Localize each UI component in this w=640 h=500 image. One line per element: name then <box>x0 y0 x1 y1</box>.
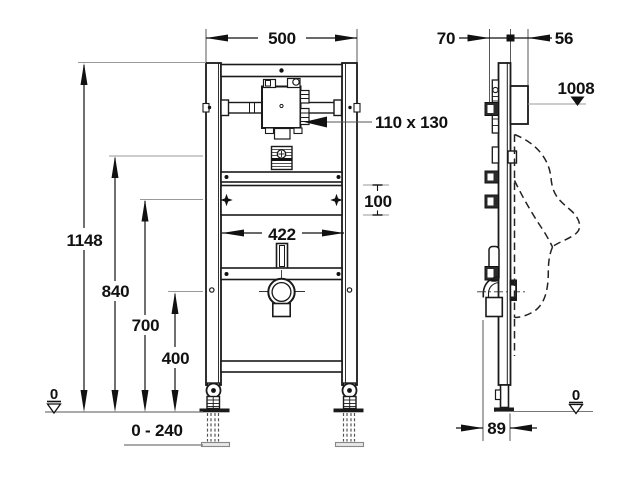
side-view: 70 56 1008 <box>437 29 595 441</box>
dim-label-500: 500 <box>268 29 296 48</box>
flush-control-box <box>261 77 310 140</box>
dim-rail-height: 100 <box>363 184 392 216</box>
dim-arrow-right-icon <box>461 424 483 432</box>
leader-arrow-icon <box>304 116 327 128</box>
fixing-screw-icon <box>330 193 343 207</box>
dim-arrow-left-icon <box>206 34 228 42</box>
top-crossbar <box>220 63 343 78</box>
dim-square-marker-icon <box>506 34 515 42</box>
dim-label-56: 56 <box>555 29 574 48</box>
dim-label-400: 400 <box>162 349 190 368</box>
dim-700: 700 <box>132 199 160 412</box>
dim-rail-spacing: 422 <box>222 225 344 244</box>
dim-840: 840 <box>102 156 130 412</box>
dim-label-110x130: 110 x 130 <box>375 113 448 132</box>
dim-1148: 1148 <box>66 63 103 412</box>
dim-1008: 1008 <box>528 79 595 106</box>
rail-hole-left <box>209 287 215 293</box>
datum-triangle-icon <box>568 403 584 415</box>
dim-label-0-240: 0 - 240 <box>131 421 183 440</box>
wall-bolt <box>484 194 499 209</box>
pipe-clamp <box>270 145 293 171</box>
drain-connector <box>509 279 517 301</box>
dim-label-840: 840 <box>102 282 130 301</box>
dim-drain-offset: 89 <box>456 320 537 441</box>
wall-bolt <box>484 170 499 184</box>
dim-label-422: 422 <box>268 225 296 244</box>
dim-arrow-right-icon <box>322 229 344 237</box>
dim-arrow-left-icon <box>510 424 532 432</box>
dim-label-89: 89 <box>487 419 506 438</box>
drain-socket <box>259 270 305 318</box>
flush-box-side <box>509 85 529 125</box>
rail-hole-right <box>346 287 353 293</box>
dim-400: 400 <box>162 292 190 412</box>
dim-arrow-left-icon <box>528 34 550 42</box>
floor-datum-left: 0 <box>46 386 62 415</box>
fixing-rail <box>220 184 343 216</box>
datum-label-left: 0 <box>50 386 58 403</box>
dim-label-700: 700 <box>132 316 160 335</box>
level-triangle-icon <box>570 96 585 106</box>
dim-arrow-right-icon <box>467 34 490 42</box>
drain-elbow <box>477 276 525 318</box>
height-dimensions: 1148 840 700 400 0 0 - 240 <box>45 62 206 446</box>
dim-label-1148: 1148 <box>66 231 102 250</box>
crossbar-upper <box>220 171 343 183</box>
datum-triangle-icon <box>46 403 62 415</box>
urinal-outline <box>513 133 581 356</box>
datum-label-right: 0 <box>572 387 580 404</box>
crossbar-bottom <box>220 360 343 373</box>
dim-depths: 70 56 <box>437 29 574 104</box>
dim-label-1008: 1008 <box>557 79 594 98</box>
dim-arrow-left-icon <box>222 229 244 237</box>
fixing-screw-icon <box>220 193 233 207</box>
mounting-slot <box>275 242 289 270</box>
front-view: 500 <box>199 29 448 448</box>
dim-flush-box-size: 110 x 130 <box>304 113 448 132</box>
frame-rails <box>205 62 358 386</box>
dim-label-70: 70 <box>437 29 456 48</box>
floor-datum-right: 0 <box>568 387 584 415</box>
dim-label-100: 100 <box>364 192 392 211</box>
foot-right <box>333 382 365 448</box>
dim-arrow-right-icon <box>335 34 357 42</box>
dim-frame-width: 500 <box>205 29 358 62</box>
foot-left <box>199 382 231 448</box>
wall-bolt <box>484 102 499 116</box>
